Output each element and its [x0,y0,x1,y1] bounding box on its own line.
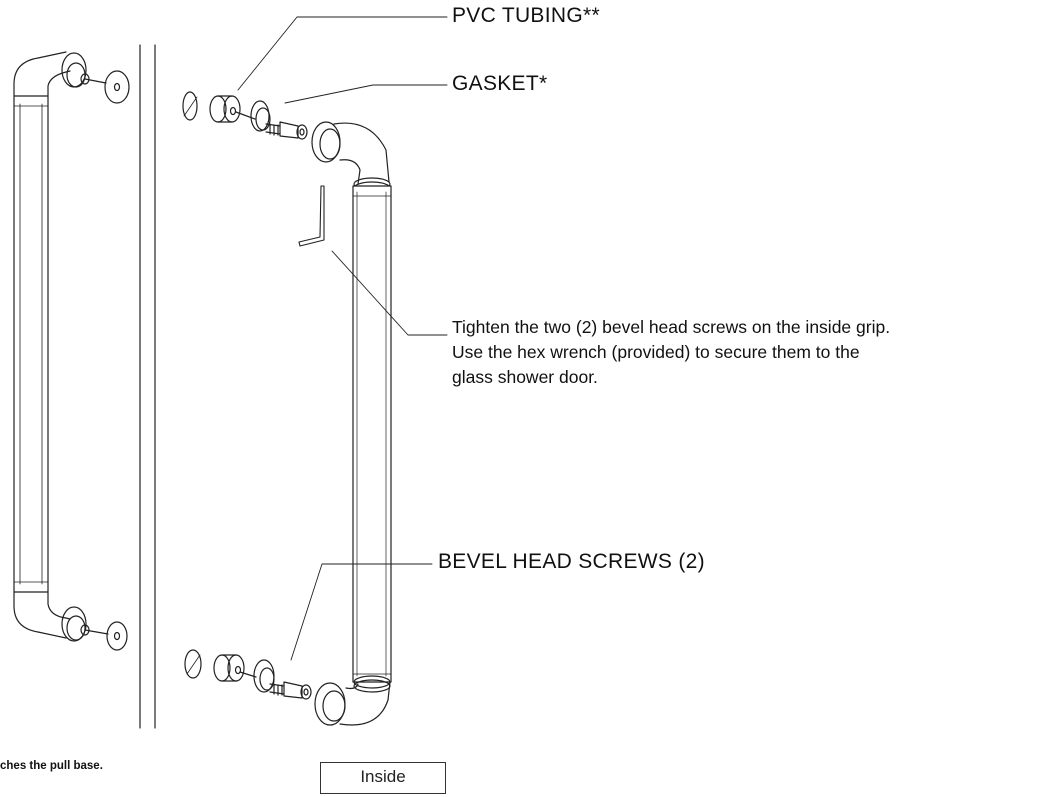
top-hardware [182,91,391,195]
instruction-line-2: Use the hex wrench (provided) to secure … [452,342,860,362]
outside-handle [13,51,130,651]
bottom-hardware [184,649,391,726]
pvc-tubing-label: PVC TUBING** [452,4,600,27]
instruction-text: Tighten the two (2) bevel head screws on… [452,315,890,390]
leader-lines [237,16,448,661]
inside-view-label: Inside [320,762,446,794]
instruction-line-1: Tighten the two (2) bevel head screws on… [452,317,891,337]
hex-wrench [298,185,325,247]
gasket-label: GASKET* [452,72,548,95]
instruction-line-3: glass shower door. [452,367,598,387]
inside-handle-bar [352,185,392,683]
bevel-head-screws-label: BEVEL HEAD SCREWS (2) [438,550,705,573]
footnote-text: ches the pull base. [0,760,103,772]
glass-door-panel [139,44,156,729]
